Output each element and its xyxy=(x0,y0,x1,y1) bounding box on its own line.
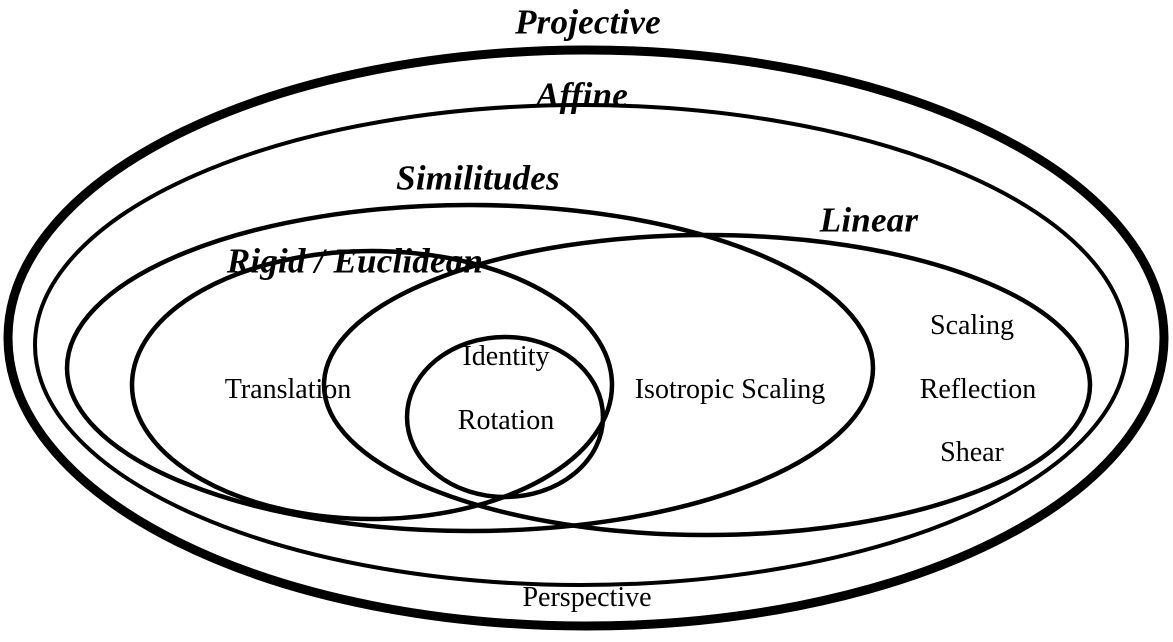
ellipse-linear xyxy=(324,235,1090,535)
member-label-reflection: Reflection xyxy=(919,374,1037,405)
group-label-rigid-euclidean: Rigid / Euclidean xyxy=(226,241,484,281)
member-label-identity: Identity xyxy=(462,341,550,372)
member-label-isotropic-scaling: Isotropic Scaling xyxy=(634,374,826,405)
ellipse-affine xyxy=(35,105,1127,585)
group-label-similitudes: Similitudes xyxy=(396,158,560,198)
member-label-shear: Shear xyxy=(940,437,1004,468)
member-label-translation: Translation xyxy=(224,374,352,405)
member-label-perspective: Perspective xyxy=(522,582,652,613)
group-label-linear: Linear xyxy=(819,200,919,240)
ellipse-projective xyxy=(8,50,1164,626)
member-label-scaling: Scaling xyxy=(930,310,1014,341)
group-label-affine: Affine xyxy=(536,75,628,115)
member-label-rotation: Rotation xyxy=(457,405,555,436)
ellipse-rigid-euclidean xyxy=(132,251,612,519)
ellipse-similitudes xyxy=(67,205,873,531)
ellipse-identity-rotation xyxy=(407,337,603,497)
group-label-projective: Projective xyxy=(515,2,661,42)
